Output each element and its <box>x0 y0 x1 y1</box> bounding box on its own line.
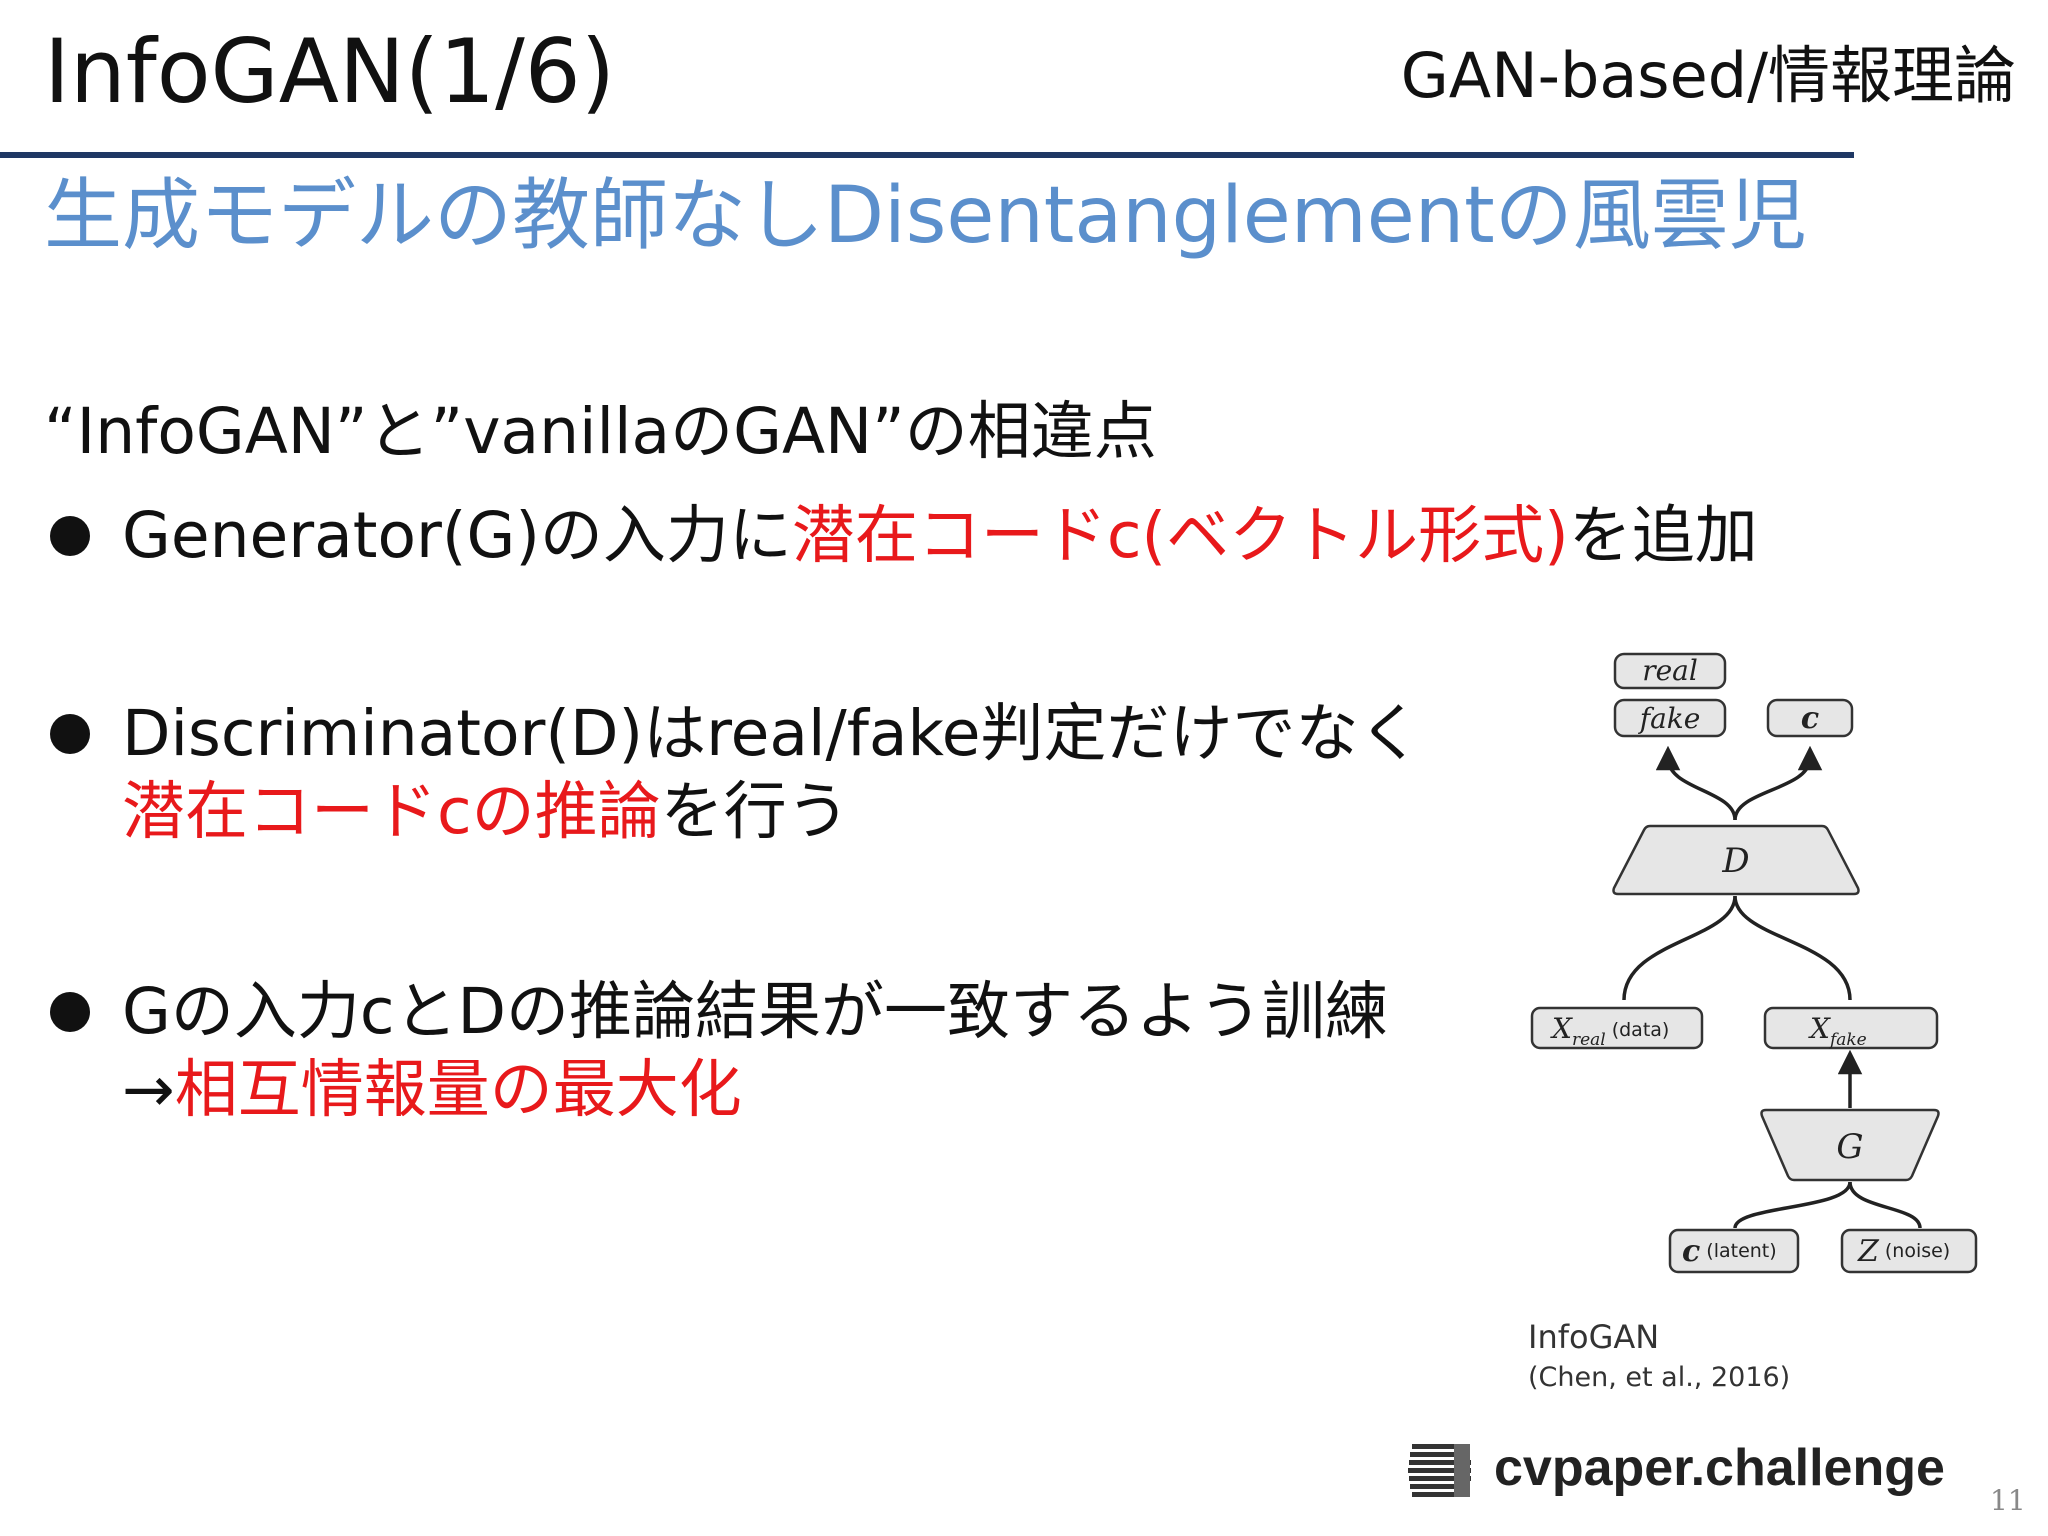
x-fake-sub: fake <box>1828 1030 1867 1050</box>
z-to-g-line <box>1848 1181 1922 1229</box>
svg-text:c(latent): c (latent) <box>1682 1234 1777 1269</box>
bullet-2-post: を行う <box>660 775 850 848</box>
bullet-2-line-2: 潜在コードcの推論を行う <box>122 772 850 852</box>
generator-block: G <box>1760 1108 1940 1182</box>
result-arrow: → <box>122 1053 175 1126</box>
bullet-dot-2 <box>50 714 90 754</box>
header-divider <box>0 152 1854 158</box>
slide-category: GAN-based/情報理論 <box>1400 39 2016 112</box>
bullet-1-text: Generator(G)の入力に <box>122 499 792 572</box>
discriminator-block: D <box>1612 824 1860 896</box>
d-to-real-fake-arrow <box>1655 745 1737 821</box>
fake-label-box: fake <box>1613 698 1727 738</box>
c-latent-note: (latent) <box>1706 1240 1776 1262</box>
svg-text:Xreal(data): Xreal (data) <box>1550 1012 1669 1050</box>
x-real-note: (data) <box>1612 1019 1670 1041</box>
bullet-1: Generator(G)の入力に潜在コードc(ベクトル形式)を追加 <box>122 496 1758 576</box>
bullet-dot-3 <box>50 992 90 1032</box>
bullet-2-highlight: 潜在コードcの推論 <box>122 775 661 848</box>
bullet-1-highlight: 潜在コードc(ベクトル形式) <box>791 499 1569 572</box>
x-real-sub: real <box>1572 1030 1606 1050</box>
footer-logo-text: cvpaper.challenge <box>1494 1439 1945 1497</box>
fake-label: fake <box>1638 702 1701 735</box>
z-var: Z <box>1857 1234 1880 1269</box>
page-number: 11 <box>1990 1484 2026 1517</box>
c-latent-var: c <box>1682 1234 1700 1269</box>
c-latent-box: c (latent) <box>1668 1228 1800 1274</box>
d-to-c-arrow <box>1733 745 1823 821</box>
x-fake-to-d-line <box>1733 895 1852 1001</box>
bullet-3-highlight: 相互情報量の最大化 <box>174 1053 742 1126</box>
x-real-box: Xreal (data) <box>1530 1006 1704 1050</box>
bullet-2-line-1: Discriminator(D)はreal/fake判定だけでなく <box>122 697 1422 770</box>
z-note: (noise) <box>1885 1240 1950 1262</box>
bullet-dot-1 <box>50 516 90 556</box>
x-fake-var: X <box>1808 1012 1831 1045</box>
generator-label: G <box>1836 1127 1863 1167</box>
figure-caption-title: InfoGAN <box>1528 1318 1660 1356</box>
x-fake-box: Xfake <box>1763 1006 1939 1050</box>
c-output-label: c <box>1801 701 1819 736</box>
x-real-var: X <box>1550 1012 1573 1045</box>
stacked-layers-icon <box>1408 1444 1471 1497</box>
real-label-box: real <box>1613 652 1727 690</box>
intro-text: “InfoGAN”と”vanillaのGAN”の相違点 <box>44 395 1157 468</box>
bullet-3-line-1: Gの入力cとDの推論結果が一致するよう訓練 <box>122 975 1388 1048</box>
svg-text:Z(noise): Z(noise) <box>1857 1234 1950 1269</box>
x-real-to-d-line <box>1622 895 1737 1001</box>
svg-text:Xfake: Xfake <box>1808 1012 1867 1050</box>
figure-caption-citation: (Chen, et al., 2016) <box>1528 1362 1791 1393</box>
real-label: real <box>1642 654 1698 687</box>
bullet-3-line-2: →相互情報量の最大化 <box>122 1050 742 1130</box>
slide-subtitle: 生成モデルの教師なしDisentanglementの風雲児 <box>44 171 1807 261</box>
discriminator-label: D <box>1721 841 1749 881</box>
bullet-1-post: を追加 <box>1568 499 1758 572</box>
c-latent-to-g-line <box>1733 1181 1852 1229</box>
infogan-architecture-diagram: real fake c D Xreal (data) Xfake G c <box>1530 652 1978 1274</box>
z-noise-box: Z(noise) <box>1840 1228 1978 1274</box>
slide-title: InfoGAN(1/6) <box>44 20 616 123</box>
c-output-box: c <box>1766 698 1854 738</box>
